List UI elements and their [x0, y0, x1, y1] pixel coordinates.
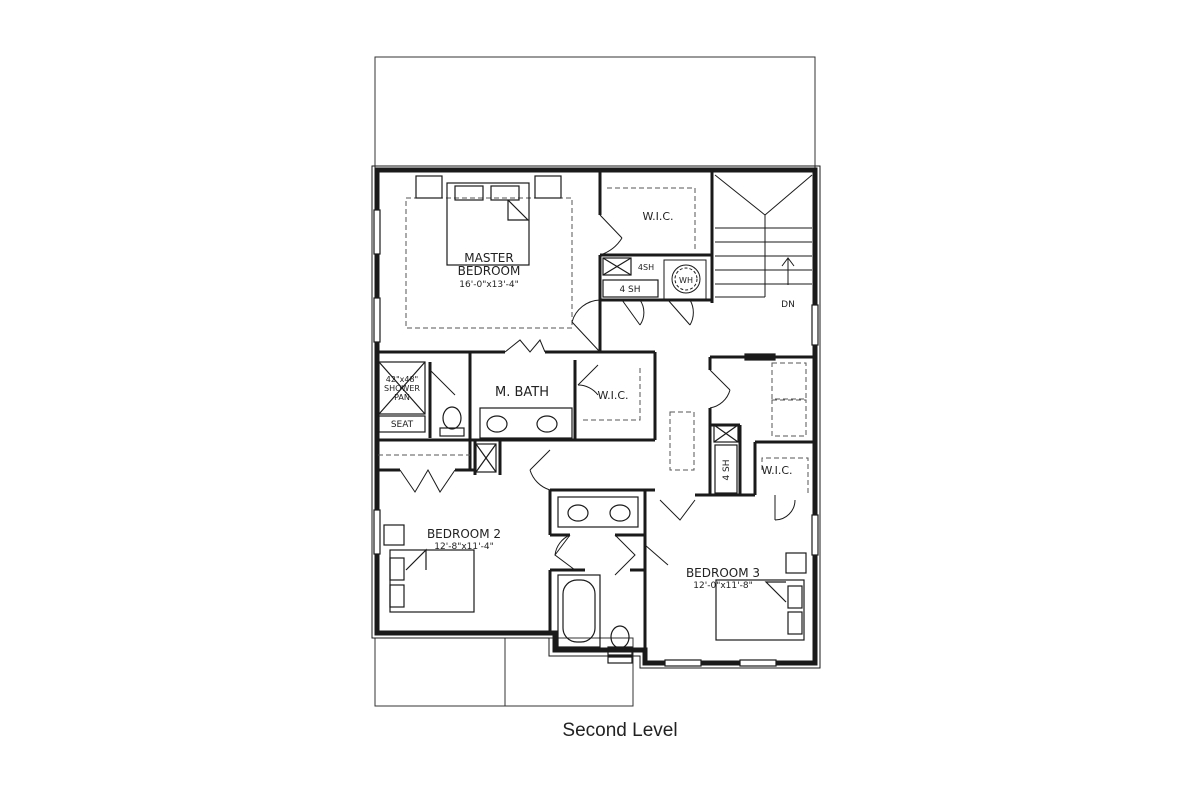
water-heater: [663, 259, 707, 301]
master-bedroom-label-1: MASTER: [464, 251, 513, 265]
wic-top-label: W.I.C.: [642, 210, 673, 223]
stair-dn-label: DN: [781, 300, 795, 310]
bedroom3-bed: [715, 552, 807, 641]
bedroom3-dims: 12'-0"x11'-8": [693, 581, 752, 591]
shower: [378, 361, 426, 433]
bedroom2-bed: [383, 524, 475, 613]
fixtures: [439, 406, 639, 656]
interior-walls: [377, 172, 815, 663]
shelves: [475, 257, 739, 494]
master-bedroom-dims: 16'-0"x13'-4": [459, 280, 518, 290]
door-swings: [399, 214, 796, 576]
bedroom3-label: BEDROOM 3: [686, 566, 760, 580]
four-sh-a-label: 4SH: [638, 263, 654, 272]
bedroom2-label: BEDROOM 2: [427, 527, 501, 541]
bedroom2-dims: 12'-8"x11'-4": [434, 542, 493, 552]
plan-caption: Second Level: [562, 720, 678, 741]
room-labels: MASTER BEDROOM 16'-0"x13'-4" W.I.C. 4SH …: [384, 210, 795, 591]
m-bath-label: M. BATH: [495, 385, 549, 400]
master-bed: [415, 175, 562, 266]
wic-mbath-label: W.I.C.: [597, 389, 628, 402]
windows: [373, 209, 819, 667]
four-sh-b-label: 4 SH: [619, 285, 640, 295]
shower-label-1: 42"x48": [386, 375, 418, 384]
seat-label: SEAT: [391, 420, 414, 430]
wic-bed3-label: W.I.C.: [761, 464, 792, 477]
four-sh-c-label: 4 SH: [722, 459, 732, 480]
wh-label: WH: [679, 276, 693, 285]
shower-label-3: PAN: [394, 393, 410, 402]
master-bedroom-label-2: BEDROOM: [458, 264, 521, 278]
stairs: [714, 174, 813, 298]
dashed-outlines: [378, 187, 809, 495]
exterior-walls-inner: [371, 165, 821, 669]
shower-label-2: SHOWER: [384, 384, 420, 393]
